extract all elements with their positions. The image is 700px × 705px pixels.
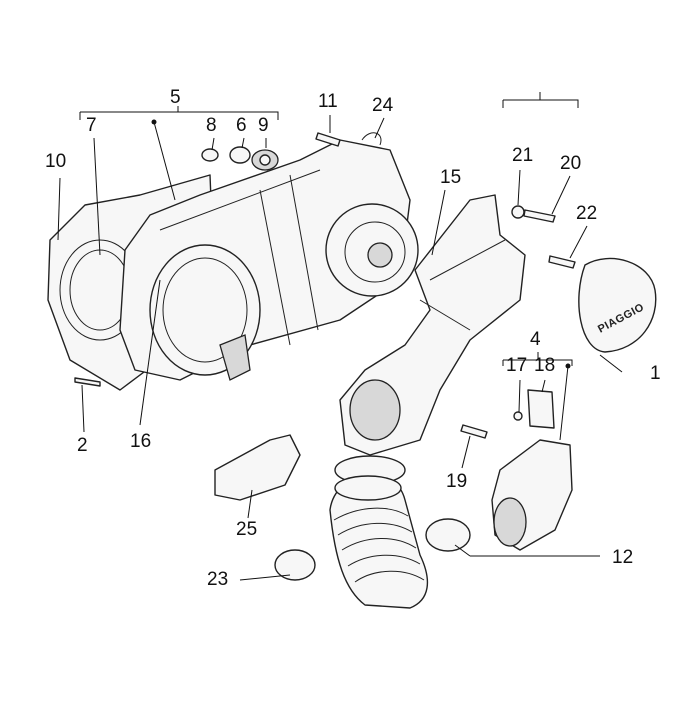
part-25-guard bbox=[214, 434, 301, 501]
parts-6-8-9-bearings bbox=[201, 146, 279, 171]
part-1-cap bbox=[578, 257, 657, 353]
callout-8: 8 bbox=[206, 115, 217, 136]
callout-10: 10 bbox=[45, 151, 67, 172]
callout-11: 11 bbox=[318, 91, 338, 112]
callout-22: 22 bbox=[576, 203, 598, 224]
callout-17: 17 bbox=[506, 355, 528, 376]
callout-2: 2 bbox=[77, 435, 88, 456]
callout-15: 15 bbox=[440, 167, 462, 188]
callout-5: 5 bbox=[170, 87, 181, 108]
callout-24: 24 bbox=[372, 95, 394, 116]
part-4-inlet-group bbox=[491, 389, 573, 551]
leader-lines bbox=[57, 92, 623, 581]
fastener-19 bbox=[460, 424, 488, 439]
callout-23: 23 bbox=[207, 569, 229, 590]
callout-4: 4 bbox=[530, 329, 541, 350]
callout-20: 20 bbox=[560, 153, 582, 174]
callout-18: 18 bbox=[534, 355, 556, 376]
callout-16: 16 bbox=[130, 431, 152, 452]
callout-9: 9 bbox=[258, 115, 269, 136]
callout-12: 12 bbox=[612, 547, 634, 568]
callout-7: 7 bbox=[86, 115, 97, 136]
part-15-air-duct bbox=[339, 194, 526, 456]
callout-1: 1 bbox=[650, 363, 661, 384]
callout-21: 21 bbox=[512, 145, 534, 166]
callout-25: 25 bbox=[236, 519, 258, 540]
fasteners-20-21-22 bbox=[511, 205, 576, 269]
part-12-hose-clamps bbox=[329, 455, 471, 609]
callout-19: 19 bbox=[446, 471, 468, 492]
part-23-clamp bbox=[274, 549, 316, 581]
callout-6: 6 bbox=[236, 115, 247, 136]
part-16-transmission-cover bbox=[119, 139, 419, 381]
fasteners-2-11-24 bbox=[74, 132, 382, 387]
